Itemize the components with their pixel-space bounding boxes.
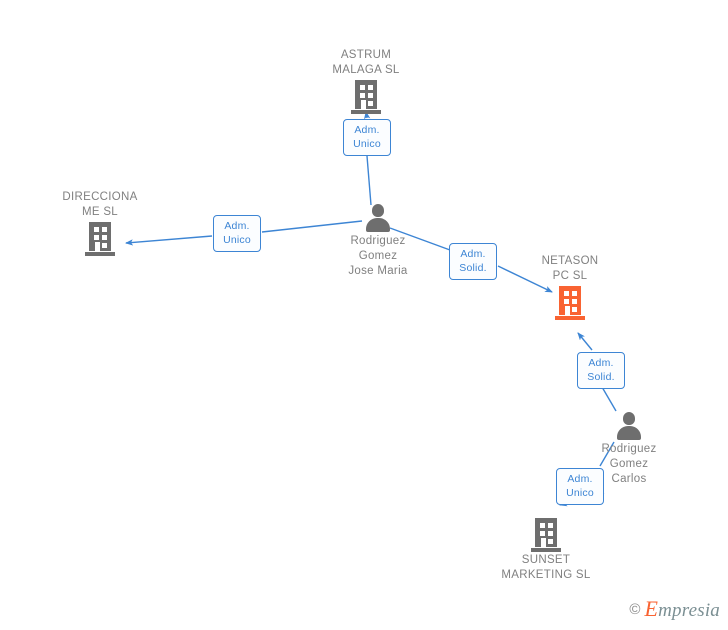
- building-icon: [351, 80, 381, 114]
- node-company-netason[interactable]: NETASON PC SL: [500, 254, 640, 320]
- node-label-astrum: ASTRUM MALAGA SL: [332, 49, 400, 76]
- node-label-jose-maria: Rodriguez Gomez Jose Maria: [348, 235, 408, 277]
- node-person-jose-maria[interactable]: Rodriguez Gomez Jose Maria: [308, 203, 448, 279]
- edge-label-jose-to-direcciona[interactable]: Adm. Unico: [213, 215, 261, 252]
- building-icon: [531, 518, 561, 552]
- edge-jose-to-direcciona: [125, 220, 363, 246]
- watermark-empresia: © Empresia: [629, 596, 720, 622]
- copyright-icon: ©: [629, 600, 641, 618]
- node-label-direccionameme: DIRECCIONA ME SL: [62, 191, 138, 218]
- edge-label-carlos-to-netason[interactable]: Adm. Solid.: [577, 352, 625, 389]
- brand-rest: mpresia: [658, 600, 720, 621]
- person-icon: [363, 203, 393, 233]
- node-company-direccionameme[interactable]: DIRECCIONA ME SL: [30, 190, 170, 256]
- edge-label-carlos-to-sunset[interactable]: Adm. Unico: [556, 468, 604, 505]
- person-icon: [614, 411, 644, 441]
- node-label-sunset: SUNSET MARKETING SL: [501, 554, 591, 581]
- node-label-netason: NETASON PC SL: [541, 255, 599, 282]
- building-icon: [85, 222, 115, 256]
- building-icon: [555, 286, 585, 320]
- brand-wordmark: Empresia: [644, 596, 720, 622]
- edge-label-jose-to-astrum[interactable]: Adm. Unico: [343, 119, 391, 156]
- edge-jose-to-netason: [389, 227, 553, 293]
- brand-initial: E: [644, 596, 659, 621]
- edge-carlos-to-netason: [577, 332, 617, 412]
- node-company-sunset[interactable]: SUNSET MARKETING SL: [476, 518, 616, 583]
- node-person-carlos[interactable]: Rodriguez Gomez Carlos: [559, 411, 699, 487]
- edge-label-jose-to-netason[interactable]: Adm. Solid.: [449, 243, 497, 280]
- node-company-astrum[interactable]: ASTRUM MALAGA SL: [296, 48, 436, 114]
- node-label-carlos: Rodriguez Gomez Carlos: [601, 443, 657, 485]
